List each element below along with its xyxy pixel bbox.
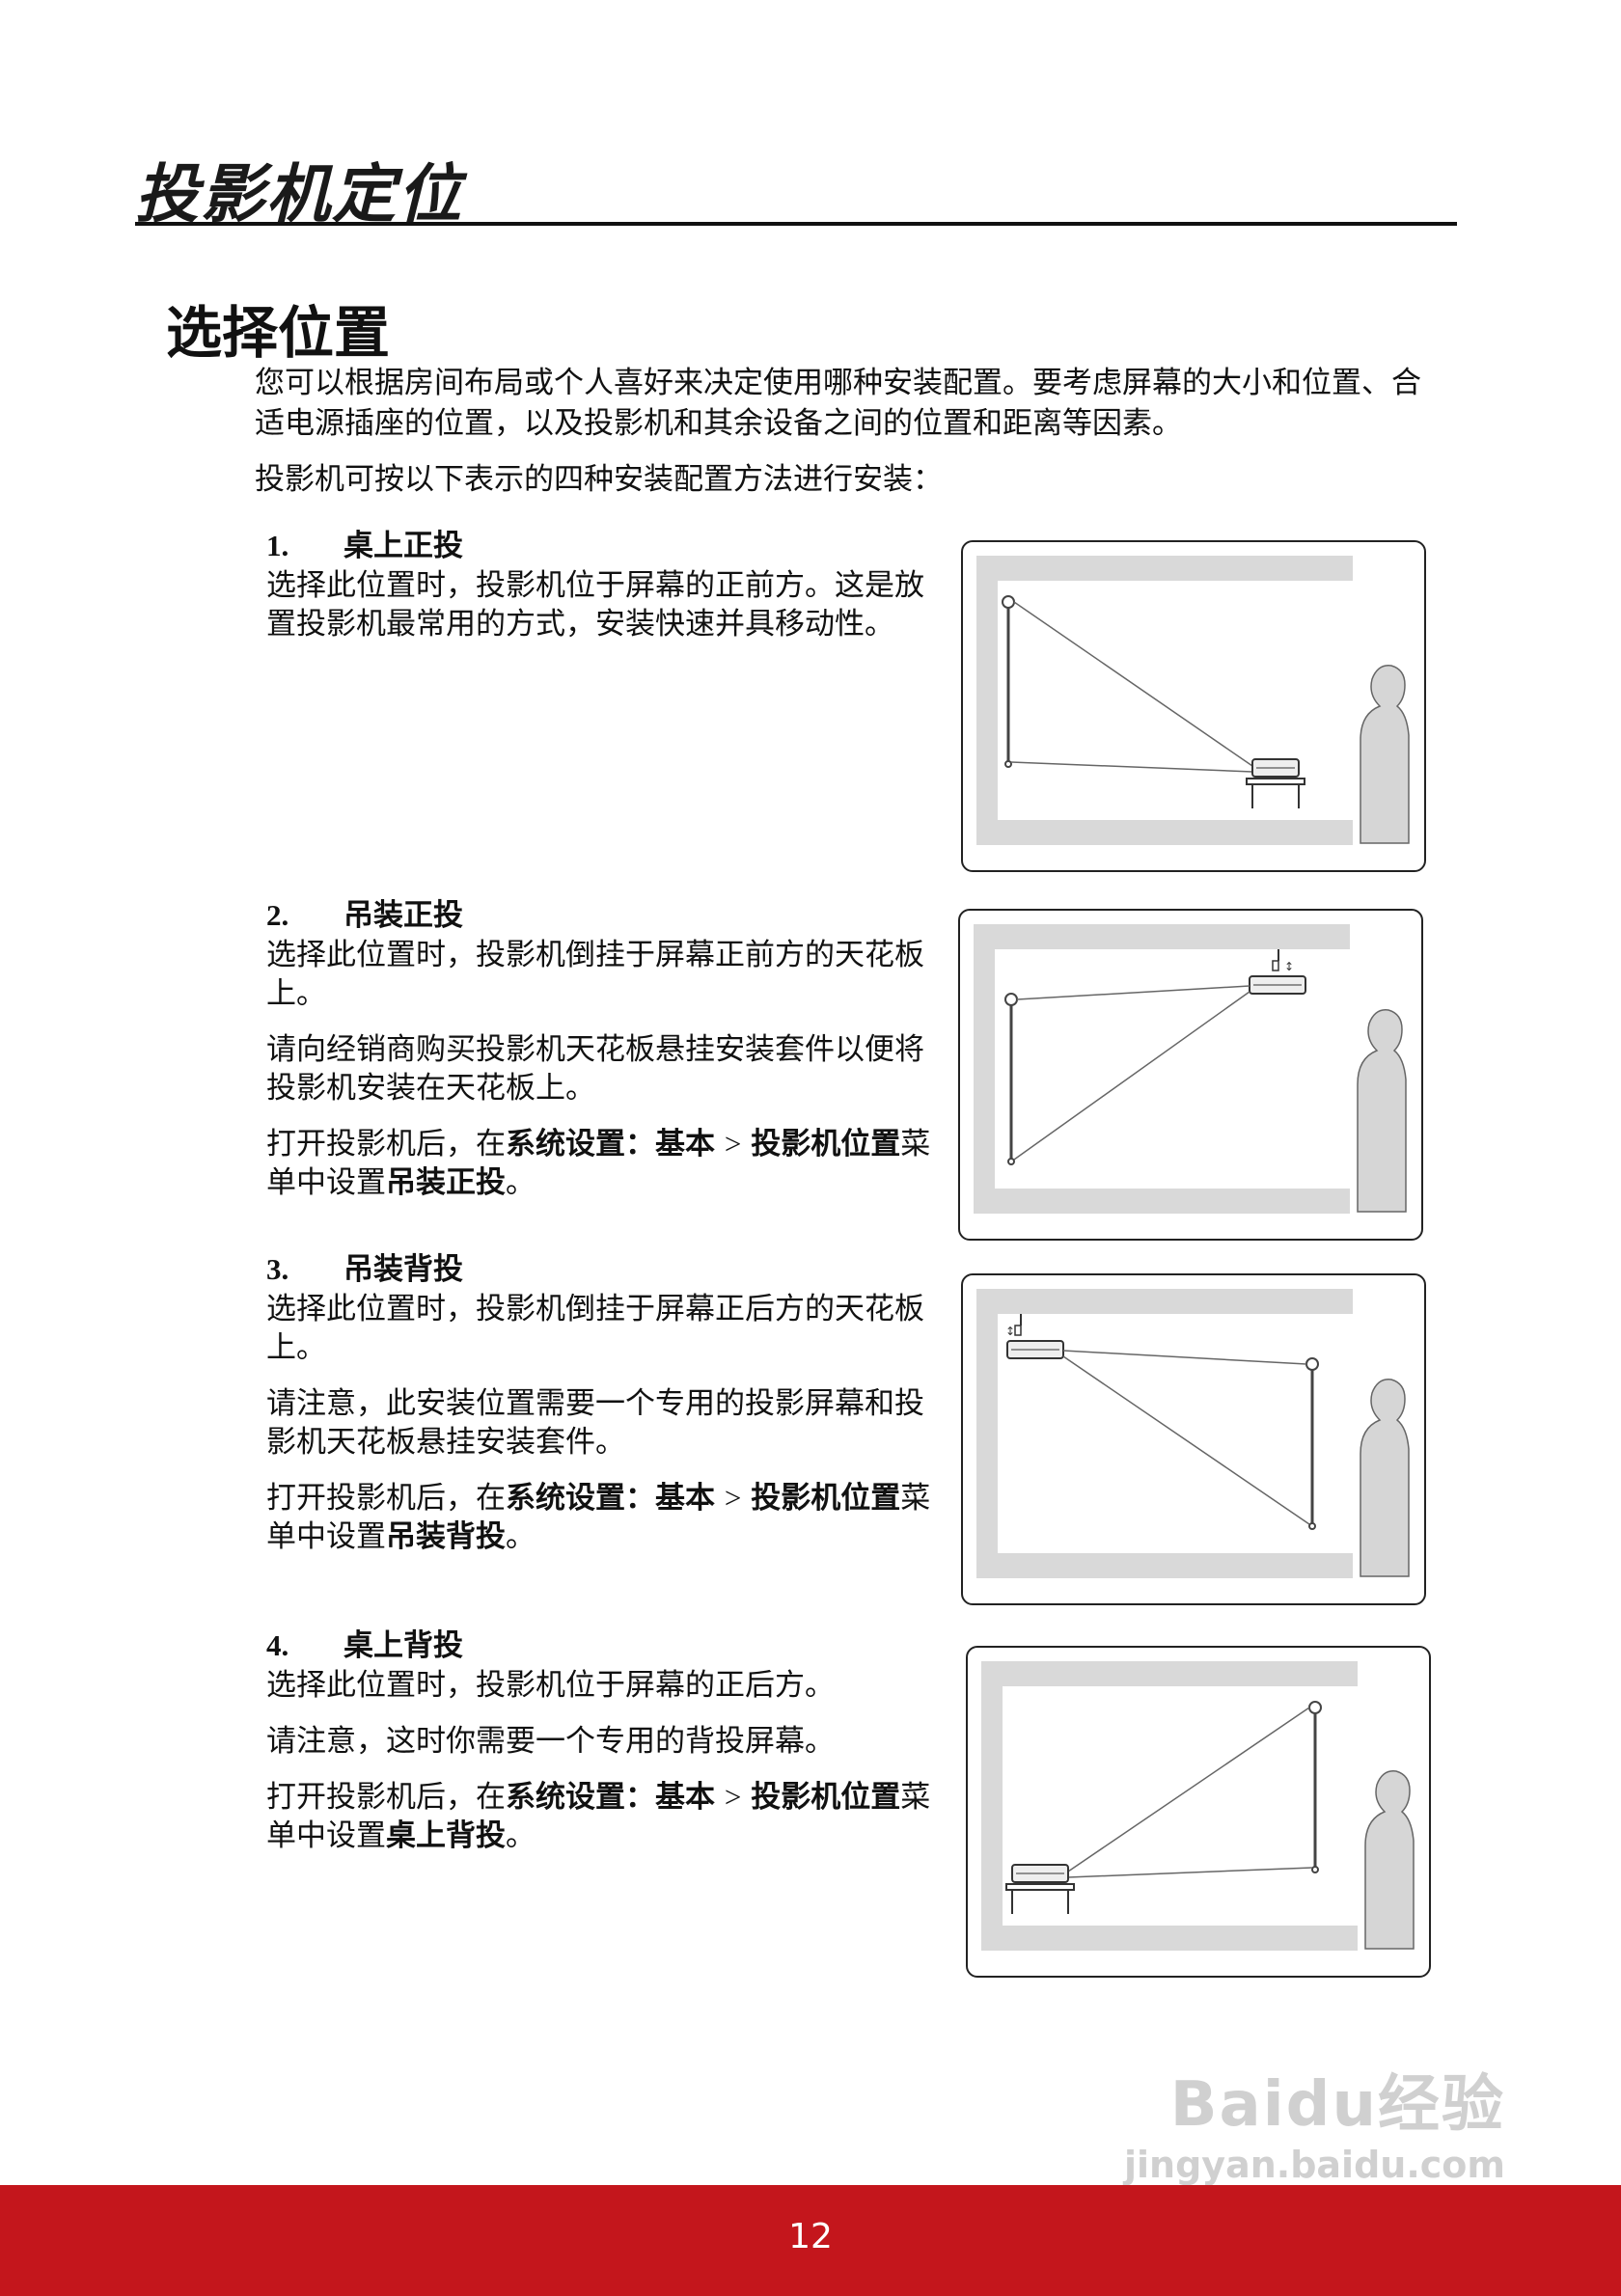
intro-paragraph-1: 您可以根据房间布局或个人喜好来决定使用哪种安装配置。要考虑屏幕的大小和位置、合适… [255, 366, 1421, 441]
install-option-ceiling-rear: 3. 吊装背投 选择此位置时，投影机倒挂于屏幕正后方的天花板上。 请注意，此安装位… [266, 1249, 932, 1573]
footer-band [0, 2185, 1621, 2296]
watermark-logo: Baidu经验 [1169, 2069, 1505, 2141]
svg-text:↕: ↕ [1284, 960, 1294, 973]
install-option-desk-rear: 4. 桌上背投 选择此位置时，投影机位于屏幕的正后方。 请注意，这时你需要一个专用… [266, 1626, 932, 1872]
item-number: 1. [266, 529, 289, 562]
item-description: 选择此位置时，投影机位于屏幕的正后方。 [266, 1668, 835, 1703]
illustration-desk-front [961, 540, 1426, 872]
install-option-ceiling-front: 2. 吊装正投 选择此位置时，投影机倒挂于屏幕正前方的天花板上。 请向经销商购买投… [266, 895, 932, 1219]
item-note: 请注意，这时你需要一个专用的背投屏幕。 [266, 1724, 835, 1759]
item-title: 吊装背投 [343, 1252, 463, 1287]
baidu-watermark: Baidu经验 jingyan.baidu.com [1124, 2055, 1505, 2186]
intro-paragraph-2: 投影机可按以下表示的四种安装配置方法进行安装： [255, 462, 943, 497]
item-number: 4. [266, 1628, 289, 1662]
item-title: 桌上背投 [343, 1628, 463, 1663]
install-option-desk-front: 1. 桌上正投 选择此位置时，投影机位于屏幕的正前方。这是放置投影机最常用的方式，… [266, 526, 932, 661]
item-heading: 3. 吊装背投 [266, 1249, 932, 1290]
item-description: 选择此位置时，投影机倒挂于屏幕正前方的天花板上。 [266, 938, 924, 1011]
item-heading: 1. 桌上正投 [266, 526, 932, 566]
illustration-desk-rear [966, 1646, 1431, 1978]
illustration-ceiling-front: ↕ [958, 909, 1423, 1241]
item-heading: 4. 桌上背投 [266, 1626, 932, 1666]
item-number: 2. [266, 898, 289, 932]
item-description: 选择此位置时，投影机倒挂于屏幕正后方的天花板上。 [266, 1292, 924, 1365]
header-divider [135, 222, 1457, 226]
page-number: 12 [788, 2217, 833, 2256]
menu-instruction: 打开投影机后，在系统设置：基本 > 投影机位置菜单中设置吊装正投。 [266, 1127, 931, 1200]
item-note: 请向经销商购买投影机天花板悬挂安装套件以便将投影机安装在天花板上。 [266, 1032, 924, 1106]
item-note: 请注意，此安装位置需要一个专用的投影屏幕和投影机天花板悬挂安装套件。 [266, 1386, 924, 1460]
svg-text:↕: ↕ [1005, 1325, 1015, 1338]
item-title: 吊装正投 [343, 898, 463, 933]
section-heading: 选择位置 [166, 300, 391, 366]
illustration-ceiling-rear: ↕ [961, 1273, 1426, 1605]
menu-instruction: 打开投影机后，在系统设置：基本 > 投影机位置菜单中设置桌上背投。 [266, 1780, 931, 1853]
watermark-url: jingyan.baidu.com [1124, 2144, 1505, 2186]
page-header-title: 投影机定位 [135, 157, 463, 232]
item-heading: 2. 吊装正投 [266, 895, 932, 936]
item-description: 选择此位置时，投影机位于屏幕的正前方。这是放置投影机最常用的方式，安装快速并具移… [266, 568, 924, 642]
item-number: 3. [266, 1252, 289, 1286]
item-title: 桌上正投 [343, 529, 463, 563]
menu-instruction: 打开投影机后，在系统设置：基本 > 投影机位置菜单中设置吊装背投。 [266, 1481, 931, 1554]
